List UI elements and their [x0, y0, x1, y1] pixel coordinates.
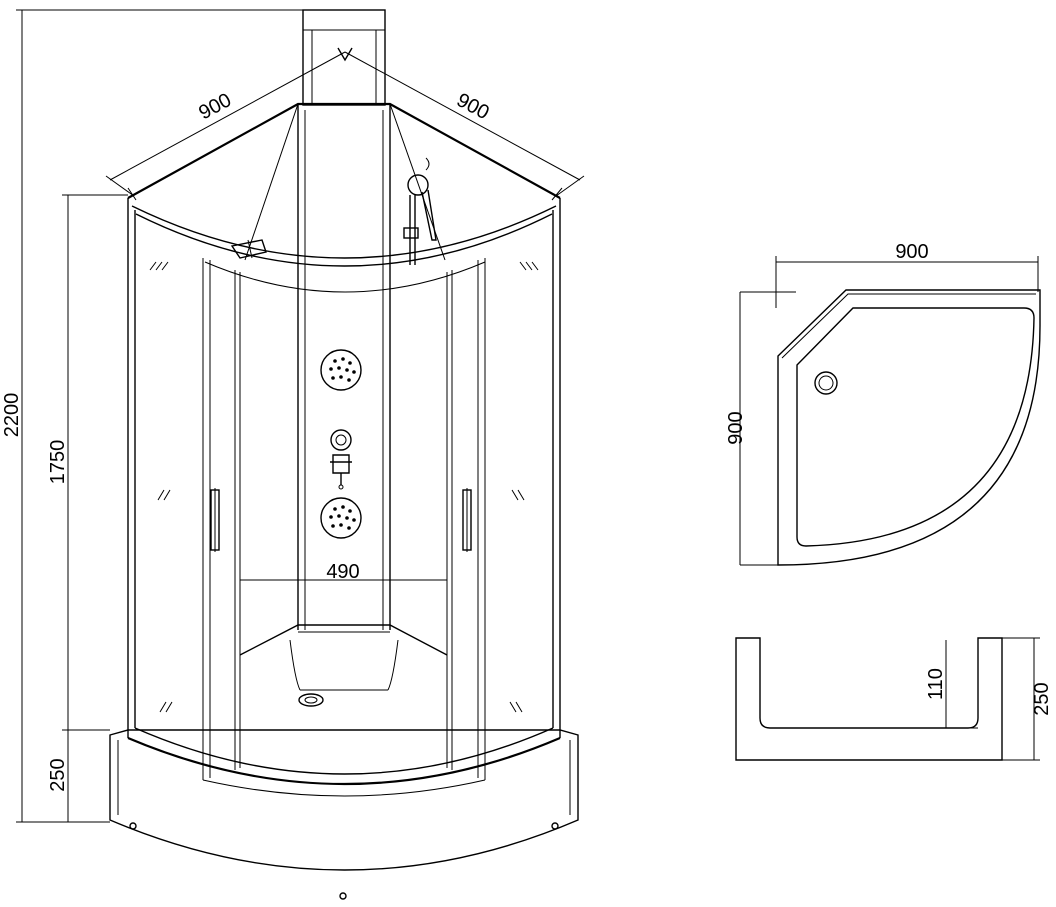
tray-plan-view: [739, 256, 1041, 566]
front-view: 900 900: [1, 9, 585, 900]
mixer-tap-icon: [330, 429, 352, 490]
body-jet-top-icon: [320, 349, 362, 391]
dim-tray-height-label: 250: [47, 758, 69, 791]
hand-shower-icon: [403, 157, 437, 265]
cabin-floor: [239, 624, 448, 707]
height-dimension-lines: [16, 9, 303, 823]
inner-width-dimension: [239, 570, 448, 590]
door-bottom-curves: [127, 727, 561, 797]
tray-section-view: [735, 637, 1040, 761]
soap-holder-icon: [230, 239, 267, 259]
dim-top-right-label: 900: [453, 89, 493, 124]
cabin-roof: [127, 102, 561, 293]
back-panel-column: [244, 103, 446, 630]
dim-section-height-label: 250: [1031, 682, 1053, 715]
dim-section-depth-label: 110: [925, 668, 947, 700]
dim-top-left-label: 900: [195, 89, 235, 124]
dim-total-height-label: 2200: [1, 393, 23, 438]
dim-plan-depth-label: 900: [725, 411, 747, 444]
left-door: [127, 198, 241, 780]
tray-apron: [109, 729, 579, 900]
right-door: [446, 198, 561, 780]
dim-inner-width-label: 490: [326, 561, 359, 583]
roof-dimension-lines: [105, 51, 585, 201]
dim-plan-width-label: 900: [895, 241, 928, 263]
body-jet-bottom-icon: [320, 497, 362, 539]
top-column: [302, 9, 386, 106]
dim-cabin-height-label: 1750: [47, 440, 69, 485]
